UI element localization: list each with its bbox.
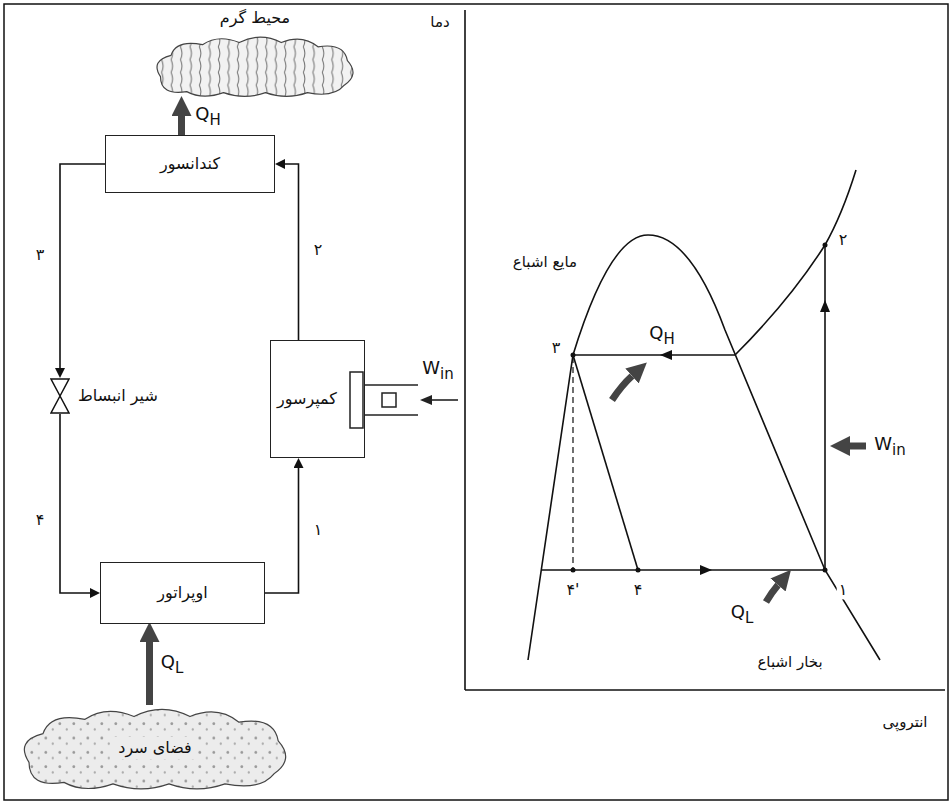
state-number: ۴ [34,510,47,529]
flow-arrowheads [660,300,830,575]
state-number: ۲ [312,240,325,259]
heat-arrows [612,376,866,602]
expansion-valve: شیر انبساط [50,378,70,414]
frame [4,4,948,800]
work-label: Win [872,433,908,459]
heat-label: QH [647,322,676,348]
curve-label: بخار اشباع [755,653,824,671]
node-label: فضای سرد [113,737,196,758]
node-label: شیر انبساط [78,386,158,405]
valve-symbol [50,378,70,414]
piston-rod [350,372,418,428]
cloud-shape [150,34,360,98]
cloud-outline [157,37,353,96]
axis-title: دما [428,13,451,31]
heat-label: QH [193,103,222,129]
compressor-box: کمپرسور [270,340,365,458]
axis-title: انتروپی [880,713,929,731]
cloud-outline [24,709,285,789]
state-number: ۱ [312,520,325,539]
node-label: کندانسور [160,154,220,173]
evaporator-box: اوپراتور [100,562,265,624]
node-label: اوپراتور [157,583,207,602]
valve-outline [51,379,69,413]
state-points [571,243,828,573]
pipe-connector [285,164,299,340]
work-label: Win [420,357,456,383]
state-number: ۴' [565,580,582,599]
state-number: ۴ [632,580,645,599]
pipe-connector [265,468,299,593]
pipe-connector [60,164,105,368]
heat-arrow [178,116,185,135]
heat-label: QL [729,601,756,627]
node-label: محیط گرم [220,8,290,27]
pipe-connector [60,414,90,593]
work-arrow [420,395,458,405]
condenser-box: کندانسور [105,135,275,193]
heat-arrow [146,642,153,705]
cycle-lines [541,170,856,570]
saturation-dome [528,235,880,660]
axes [465,10,945,690]
state-number: ۳ [550,338,563,357]
warm-environment: محیط گرم [150,8,360,98]
node-label: کمپرسور [277,389,337,408]
heat-label: QL [159,651,186,677]
curve-label: مایع اشباع [511,253,579,271]
state-number: ۲ [837,230,850,249]
state-number: ۳ [34,245,47,264]
cold-space: فضای سرد [15,705,295,791]
state-number: ۱ [837,580,850,599]
